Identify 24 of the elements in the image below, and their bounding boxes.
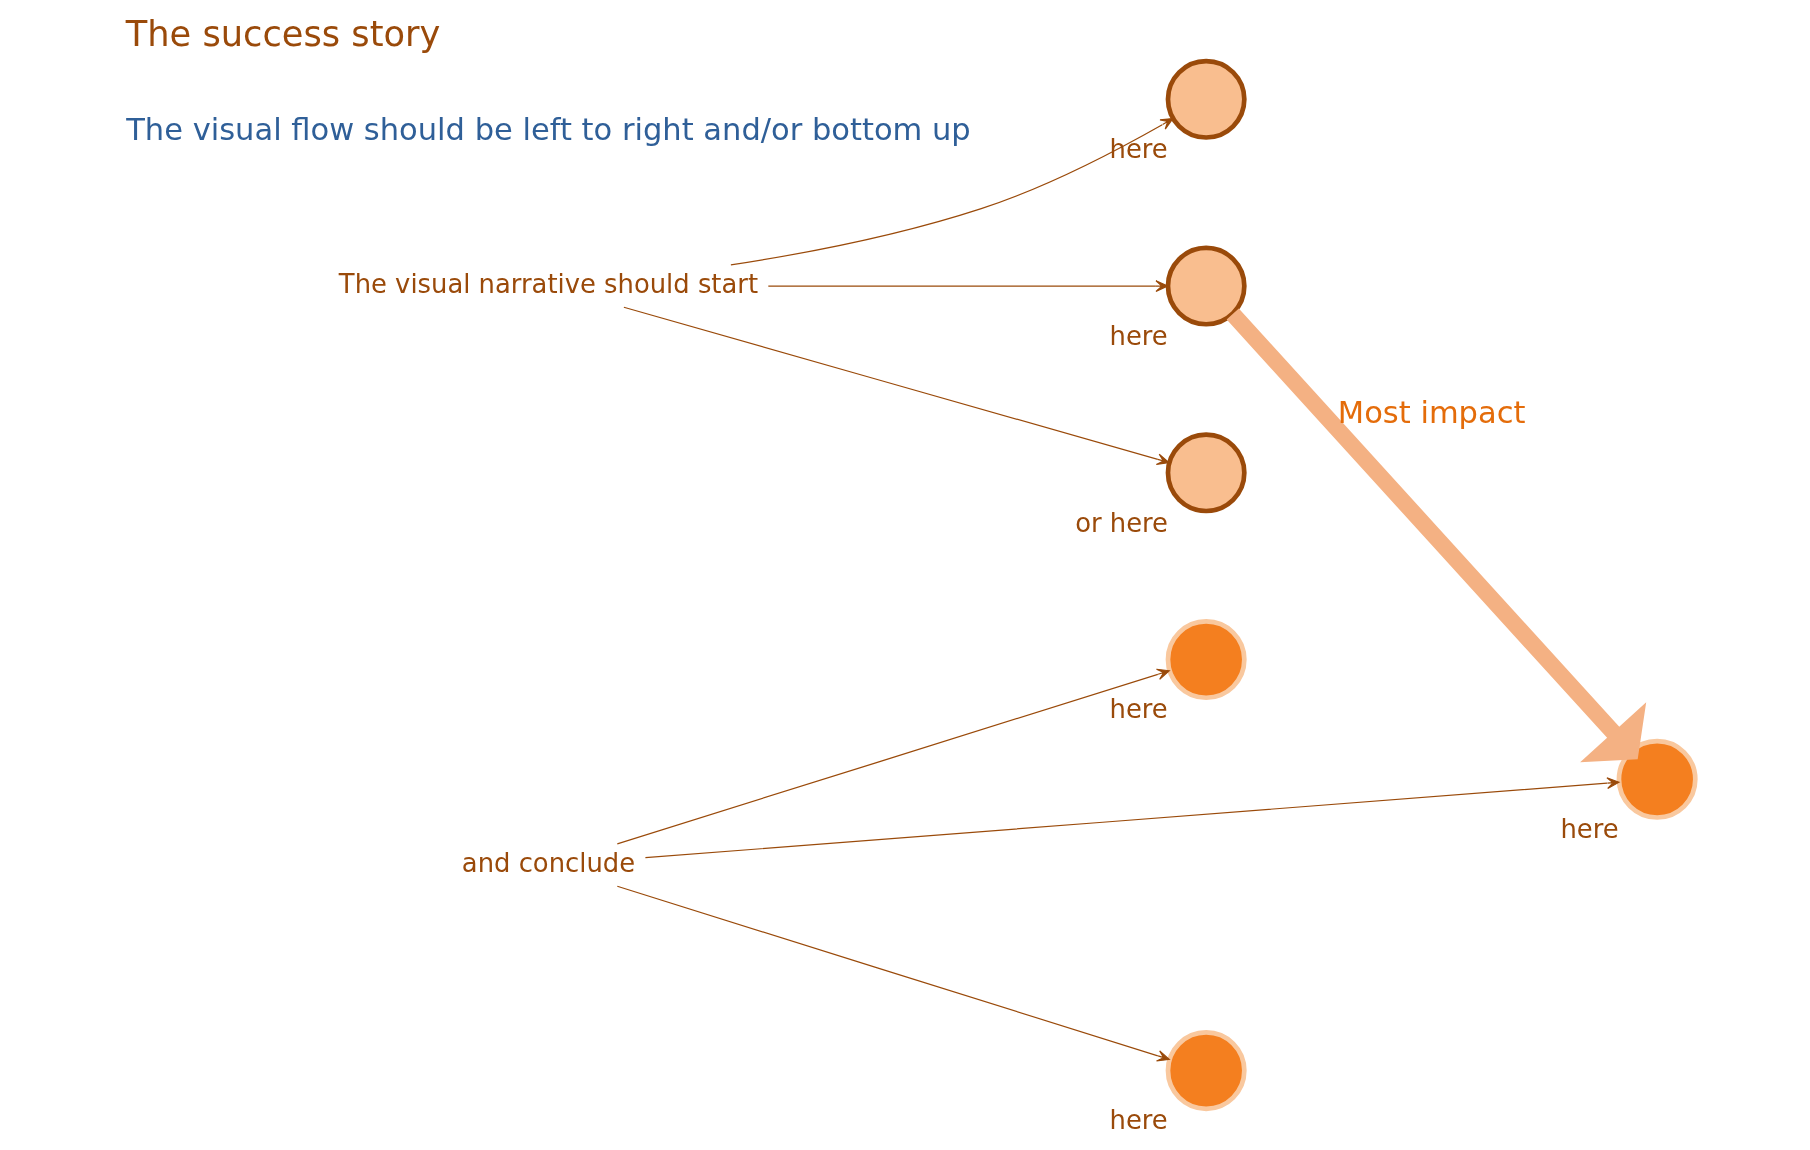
arrow <box>644 777 1620 859</box>
node-text: The visual narrative should start <box>338 268 758 299</box>
arrow <box>1226 308 1646 763</box>
node-circle <box>1165 58 1247 140</box>
node-circle <box>1165 619 1247 701</box>
node-circle <box>1165 1030 1247 1112</box>
node-circle <box>1165 245 1247 327</box>
arrow <box>622 306 1170 466</box>
node-label: or here <box>1074 507 1168 538</box>
diagram-title: The success story <box>125 12 440 54</box>
edge-label: Most impact <box>1337 395 1525 431</box>
arrow <box>616 668 1170 845</box>
arrow <box>729 118 1173 266</box>
node-circle <box>1165 432 1247 514</box>
node-circle <box>1616 738 1698 820</box>
node-label: here <box>1109 134 1168 165</box>
label: The visual flow should be left to right and/or bottom up <box>125 111 971 147</box>
arrow <box>767 280 1168 292</box>
node-label: here <box>1109 694 1168 725</box>
node-text: and conclude <box>461 847 635 878</box>
node-label: here <box>1109 1105 1168 1136</box>
node-label: here <box>1560 814 1619 845</box>
node-label: here <box>1109 320 1168 351</box>
arrow <box>616 885 1170 1062</box>
